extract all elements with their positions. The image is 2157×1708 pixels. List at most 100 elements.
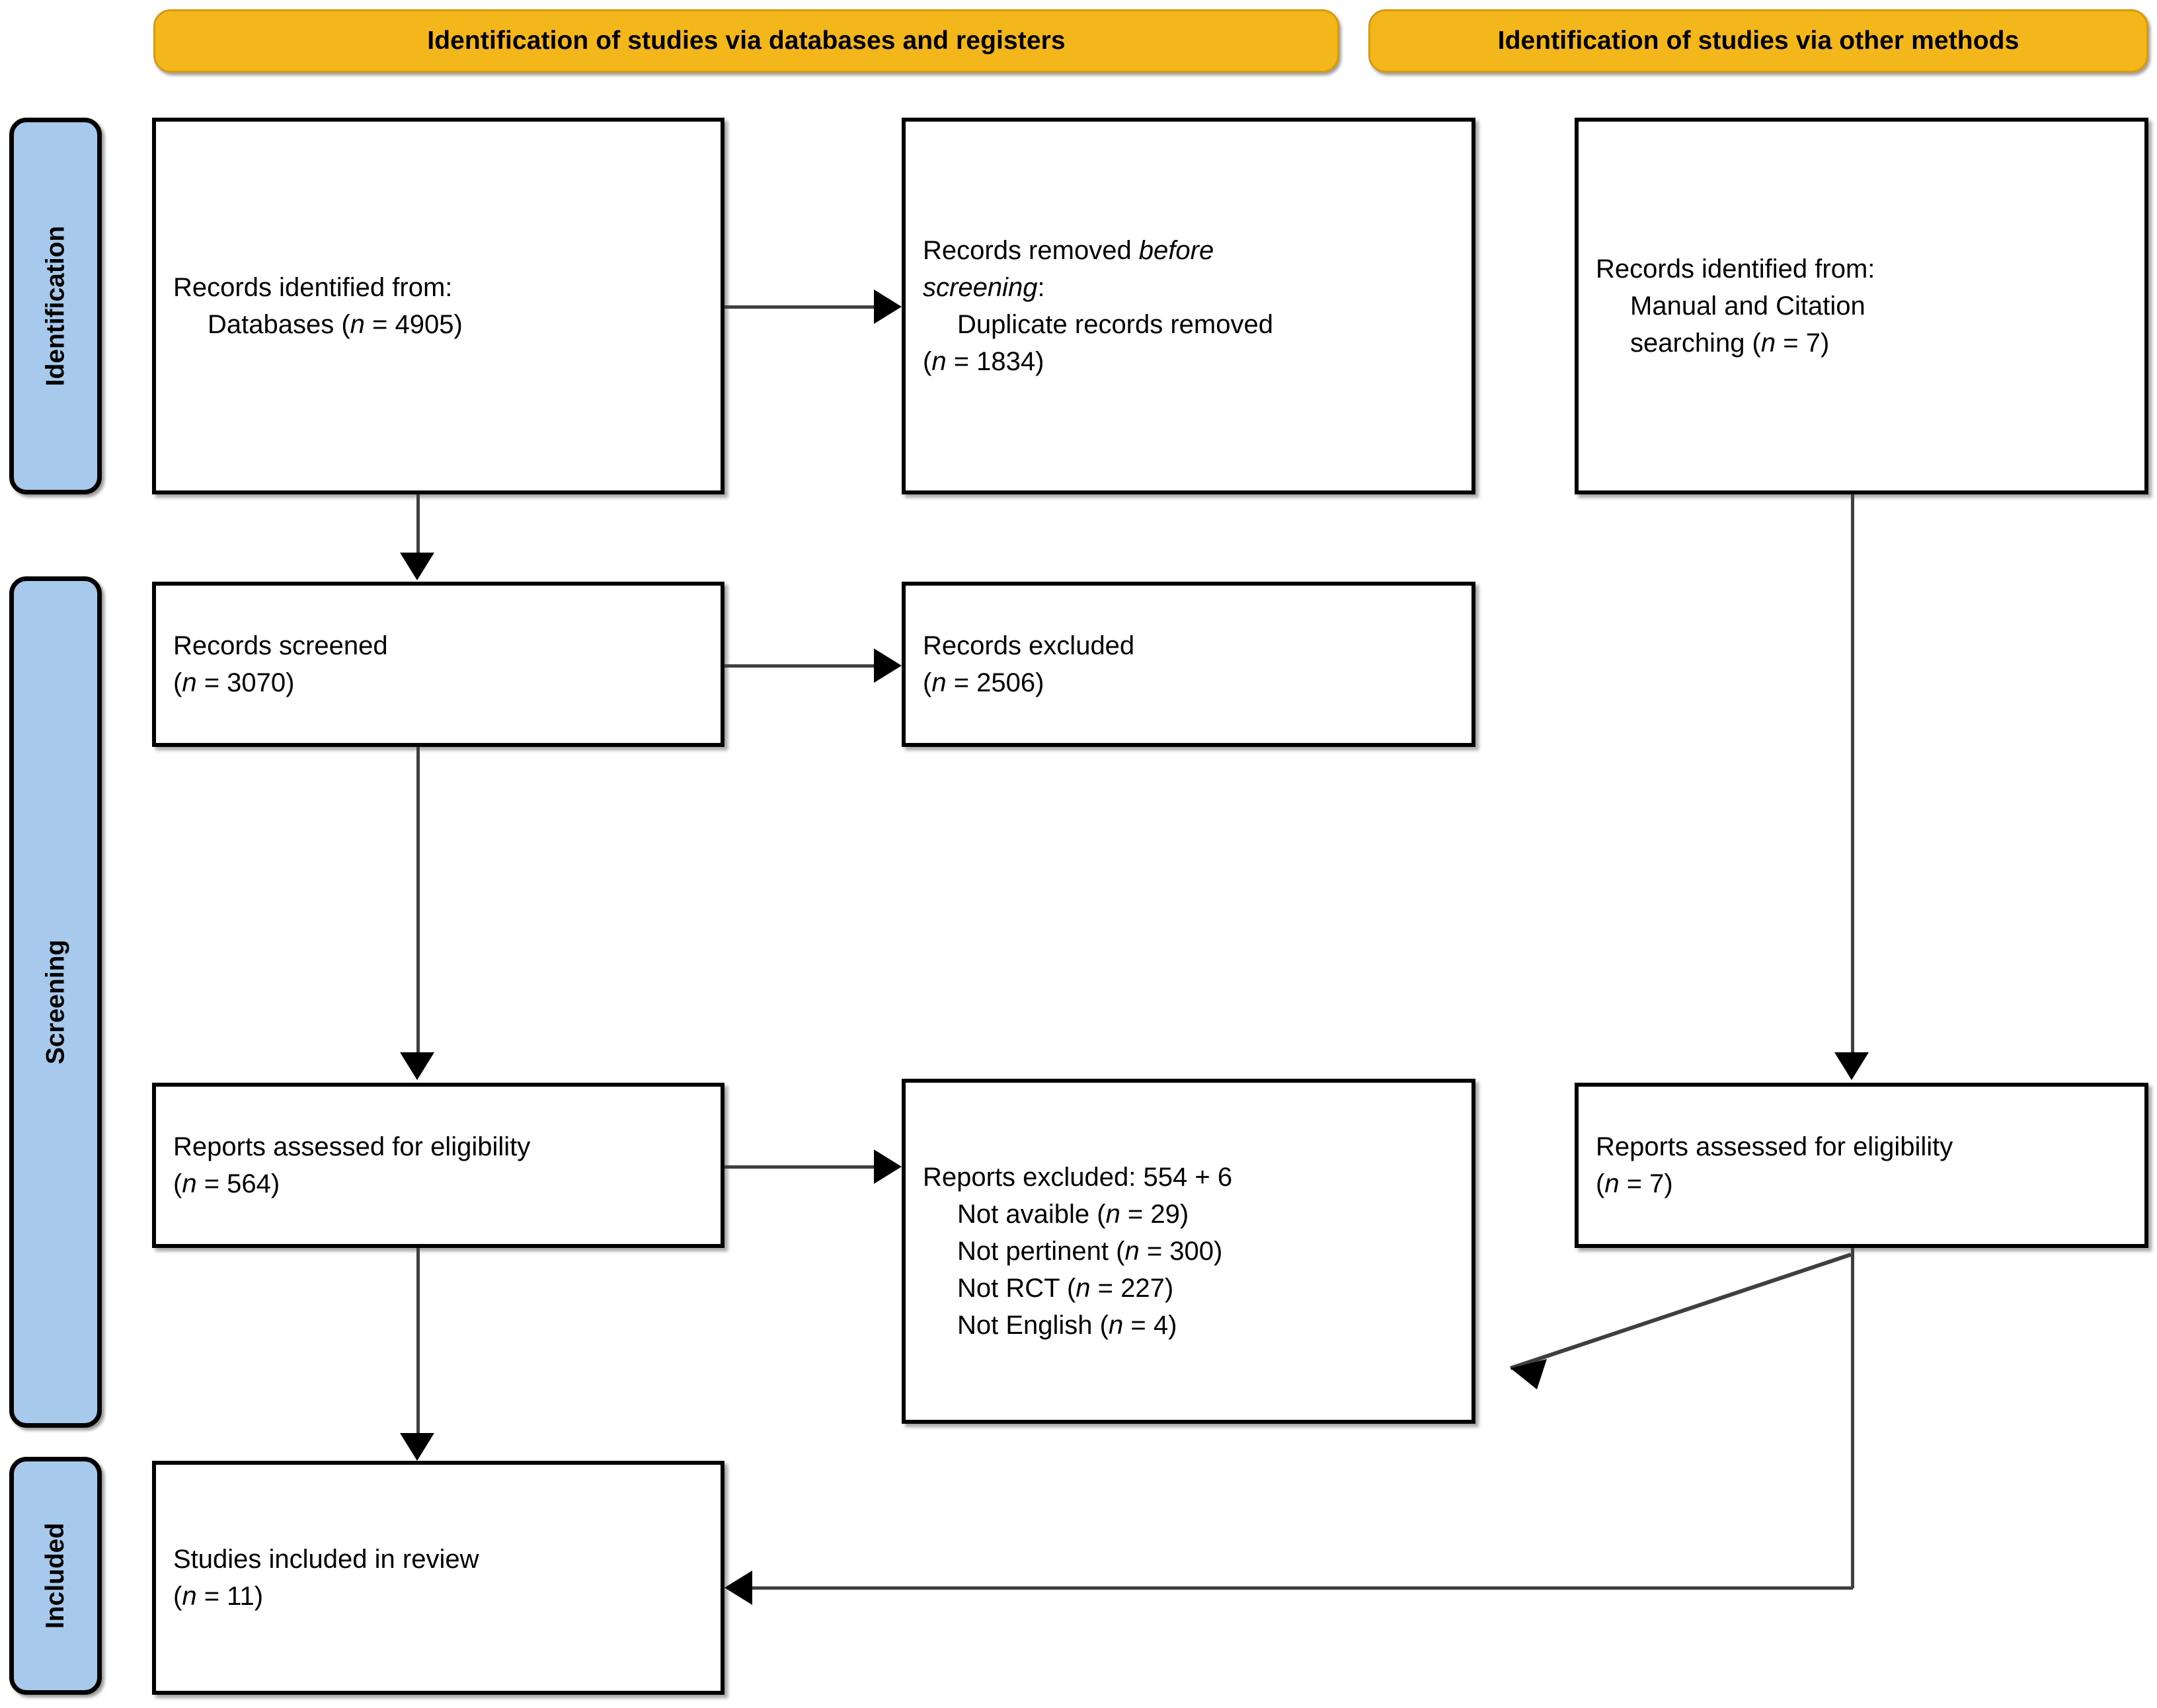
text-fragment: = 7) [1619, 1169, 1673, 1198]
text-fragment: searching ( [1630, 329, 1761, 358]
text-line: Reports assessed for eligibility [173, 1132, 531, 1161]
text-fragment: ( [923, 668, 932, 697]
box-records-removed-before-screening: Records removed before screening: Duplic… [902, 118, 1475, 494]
text-fragment: = 2506) [946, 668, 1044, 697]
text-line: searching (n = 7) [1596, 325, 2127, 362]
text-line: Not RCT (n = 227) [923, 1270, 1454, 1307]
text-line: Reports excluded: 554 + 6 [923, 1163, 1233, 1192]
text-italic-n: n [182, 1169, 197, 1198]
banner-databases-registers-label: Identification of studies via databases … [427, 26, 1066, 55]
arrowhead-identified-to-screened [400, 553, 434, 580]
arrowhead-other-identified-to-assessed [1834, 1052, 1869, 1080]
text-fragment: Not avaible ( [957, 1200, 1106, 1229]
text-fragment: = 227) [1090, 1274, 1174, 1303]
text-fragment: ( [173, 668, 182, 697]
connector-other-identified-to-assessed [1851, 494, 1854, 1054]
text-fragment: : [1037, 273, 1045, 302]
text-line: Records screened [173, 631, 388, 660]
connector-other-assessed-down [1851, 1248, 1854, 1588]
text-fragment: = 300) [1139, 1237, 1223, 1266]
text-fragment: ( [923, 347, 932, 376]
text-line: Not avaible (n = 29) [923, 1196, 1454, 1233]
text-fragment: Records removed [923, 236, 1139, 265]
text-line: Manual and Citation [1630, 291, 1865, 321]
box-reports-assessed-other-methods: Reports assessed for eligibility (n = 7) [1575, 1083, 2148, 1248]
connector-identified-to-removed [725, 305, 875, 309]
arrowhead-identified-to-removed [874, 290, 902, 324]
connector-screened-to-excluded [725, 664, 875, 668]
phase-tab-identification-label: Identification [41, 225, 70, 387]
phase-tab-included-label: Included [41, 1522, 69, 1629]
text-fragment: = 7) [1776, 329, 1830, 358]
box-records-identified-databases: Records identified from: Databases (n = … [152, 118, 725, 494]
text-fragment: Not English ( [957, 1311, 1109, 1340]
box-reports-assessed-other-text: Reports assessed for eligibility (n = 7) [1579, 1128, 2144, 1202]
text-italic: screening [923, 273, 1038, 302]
text-italic-n: n [350, 310, 365, 339]
arrowhead-screened-to-assessed [400, 1052, 434, 1080]
text-italic-n: n [1076, 1274, 1091, 1303]
phase-tab-included: Included [9, 1457, 102, 1695]
box-records-screened: Records screened (n = 3070) [152, 582, 725, 747]
box-records-removed-text: Records removed before screening: Duplic… [906, 232, 1471, 380]
text-line: Not English (n = 4) [923, 1307, 1454, 1344]
text-fragment: = 564) [196, 1169, 280, 1198]
box-records-identified-databases-text: Records identified from: Databases (n = … [156, 269, 721, 343]
box-studies-included-text: Studies included in review (n = 11) [156, 1541, 721, 1615]
box-reports-excluded-text: Reports excluded: 554 + 6 Not avaible (n… [906, 1159, 1471, 1344]
connector-assessed-to-reports-excluded [725, 1165, 875, 1169]
banner-other-methods-label: Identification of studies via other meth… [1497, 26, 2020, 55]
text-line: (n = 3070) [173, 664, 703, 701]
box-records-excluded-text: Records excluded (n = 2506) [906, 627, 1471, 701]
text-line: (n = 2506) [923, 664, 1454, 701]
box-reports-assessed-databases-text: Reports assessed for eligibility (n = 56… [156, 1128, 721, 1202]
text-fragment: = 11) [196, 1582, 264, 1611]
text-italic-n: n [1760, 329, 1776, 358]
connector-identified-to-screened [416, 494, 420, 554]
text-line: (n = 1834) [923, 343, 1454, 380]
text-line: Records identified from: [1596, 254, 1875, 284]
text-italic-n: n [931, 347, 947, 376]
arrowhead-screened-to-excluded [874, 648, 902, 683]
text-italic-n: n [182, 668, 197, 697]
text-fragment: ( [173, 1169, 182, 1198]
text-fragment: ( [173, 1582, 182, 1611]
phase-tab-identification: Identification [9, 118, 102, 494]
text-line: Not pertinent (n = 300) [923, 1233, 1454, 1270]
text-fragment: Not pertinent ( [957, 1237, 1125, 1266]
text-italic-n: n [1105, 1200, 1120, 1229]
text-fragment: ( [1596, 1169, 1605, 1198]
text-line: (n = 7) [1596, 1165, 2127, 1202]
text-fragment: = 4905) [364, 310, 463, 339]
text-italic-n: n [931, 668, 947, 697]
connector-other-assessed-to-reports-excluded [1510, 1253, 1852, 1389]
arrowhead-other-assessed-to-included [725, 1571, 752, 1605]
text-line: Records removed before [923, 232, 1454, 269]
banner-databases-registers: Identification of studies via databases … [153, 9, 1339, 73]
text-italic-n: n [1124, 1237, 1140, 1266]
text-fragment: = 3070) [196, 668, 295, 697]
text-line: Studies included in review [173, 1545, 479, 1574]
text-line: (n = 564) [173, 1165, 703, 1202]
box-reports-assessed-databases: Reports assessed for eligibility (n = 56… [152, 1083, 725, 1248]
box-records-excluded: Records excluded (n = 2506) [902, 582, 1475, 747]
text-line: Databases (n = 4905) [173, 306, 703, 343]
text-fragment: = 1834) [946, 347, 1044, 376]
text-fragment: = 4) [1123, 1311, 1177, 1340]
banner-other-methods: Identification of studies via other meth… [1368, 9, 2148, 73]
phase-tab-screening-label: Screening [41, 939, 70, 1065]
text-line: Records identified from: [173, 273, 453, 302]
box-records-identified-other-methods: Records identified from: Manual and Cita… [1575, 118, 2148, 494]
text-italic: before [1138, 236, 1214, 265]
box-studies-included-in-review: Studies included in review (n = 11) [152, 1461, 725, 1695]
connector-assessed-to-included [416, 1248, 420, 1434]
phase-tab-screening: Screening [9, 576, 102, 1428]
text-line: (n = 11) [173, 1578, 703, 1615]
box-reports-excluded: Reports excluded: 554 + 6 Not avaible (n… [902, 1079, 1475, 1424]
box-records-identified-other-text: Records identified from: Manual and Cita… [1579, 251, 2144, 362]
text-line: Records excluded [923, 631, 1135, 660]
text-line: Duplicate records removed [957, 310, 1273, 339]
text-fragment: Databases ( [208, 310, 350, 339]
text-fragment: Not RCT ( [957, 1274, 1076, 1303]
